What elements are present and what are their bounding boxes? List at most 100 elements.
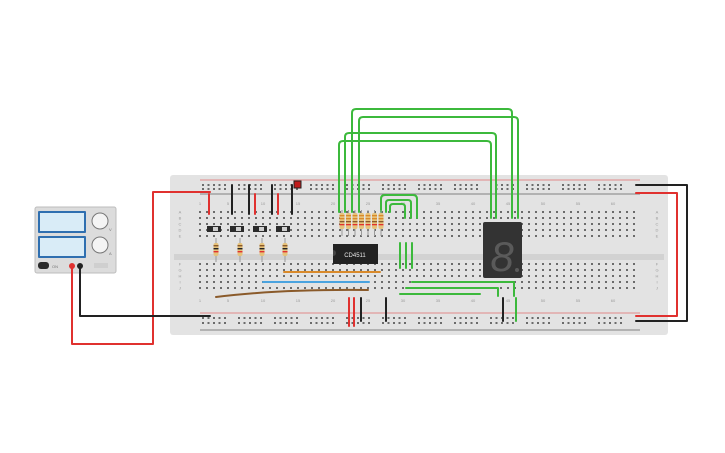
rail-hole[interactable] — [321, 188, 323, 190]
breadboard-hole[interactable] — [220, 235, 222, 237]
breadboard-hole[interactable] — [619, 235, 621, 237]
breadboard-hole[interactable] — [528, 281, 530, 283]
rail-hole[interactable] — [418, 188, 420, 190]
rail-hole[interactable] — [218, 188, 221, 190]
breadboard-hole[interactable] — [444, 263, 446, 265]
breadboard-hole[interactable] — [220, 281, 222, 283]
breadboard-hole[interactable] — [416, 263, 418, 265]
breadboard-hole[interactable] — [318, 211, 320, 213]
pull-down-resistor[interactable] — [237, 238, 243, 262]
breadboard-hole[interactable] — [507, 287, 509, 289]
rail-hole[interactable] — [573, 188, 575, 190]
breadboard-hole[interactable] — [241, 275, 243, 277]
breadboard-hole[interactable] — [213, 287, 215, 289]
breadboard-hole[interactable] — [297, 211, 299, 213]
rail-hole[interactable] — [506, 322, 509, 324]
breadboard-hole[interactable] — [626, 287, 628, 289]
rail-hole[interactable] — [620, 188, 622, 190]
breadboard-hole[interactable] — [542, 269, 544, 271]
rail-hole[interactable] — [542, 184, 545, 186]
breadboard-hole[interactable] — [227, 235, 229, 237]
breadboard-hole[interactable] — [626, 281, 628, 283]
breadboard-hole[interactable] — [339, 229, 341, 231]
breadboard-hole[interactable] — [227, 229, 229, 231]
rail-hole[interactable] — [224, 322, 226, 324]
breadboard-hole[interactable] — [633, 223, 635, 225]
breadboard-hole[interactable] — [423, 269, 425, 271]
rail-hole[interactable] — [440, 184, 442, 186]
breadboard-hole[interactable] — [199, 235, 201, 237]
breadboard-hole[interactable] — [430, 275, 432, 277]
breadboard-hole[interactable] — [451, 223, 453, 225]
rail-hole[interactable] — [537, 317, 539, 319]
breadboard-hole[interactable] — [325, 211, 327, 213]
breadboard-hole[interactable] — [563, 235, 565, 237]
breadboard-hole[interactable] — [297, 263, 299, 265]
breadboard-hole[interactable] — [605, 269, 607, 271]
breadboard-hole[interactable] — [521, 211, 523, 213]
breadboard-hole[interactable] — [598, 229, 600, 231]
breadboard-hole[interactable] — [465, 229, 467, 231]
breadboard-hole[interactable] — [570, 263, 572, 265]
breadboard-hole[interactable] — [332, 235, 334, 237]
breadboard-hole[interactable] — [535, 281, 537, 283]
rail-hole[interactable] — [387, 184, 390, 186]
breadboard-hole[interactable] — [556, 217, 558, 219]
breadboard-hole[interactable] — [458, 223, 460, 225]
breadboard-hole[interactable] — [290, 269, 292, 271]
green-wire-low-1[interactable] — [411, 281, 515, 297]
rail-hole[interactable] — [459, 317, 462, 319]
breadboard-hole[interactable] — [402, 263, 404, 265]
rail-hole[interactable] — [512, 317, 514, 319]
breadboard-hole[interactable] — [549, 269, 551, 271]
breadboard-hole[interactable] — [549, 275, 551, 277]
rail-hole[interactable] — [238, 188, 240, 190]
breadboard-hole[interactable] — [227, 217, 229, 219]
rail-hole[interactable] — [224, 184, 226, 186]
breadboard-hole[interactable] — [416, 269, 418, 271]
rail-hole[interactable] — [218, 322, 221, 324]
breadboard-hole[interactable] — [283, 235, 285, 237]
rail-hole[interactable] — [296, 188, 298, 190]
breadboard-hole[interactable] — [451, 229, 453, 231]
breadboard-hole[interactable] — [269, 275, 271, 277]
breadboard-hole[interactable] — [626, 223, 628, 225]
breadboard-hole[interactable] — [570, 235, 572, 237]
breadboard-hole[interactable] — [570, 217, 572, 219]
switch-2[interactable] — [230, 226, 244, 232]
breadboard-hole[interactable] — [472, 211, 474, 213]
breadboard-hole[interactable] — [430, 263, 432, 265]
breadboard-hole[interactable] — [493, 211, 495, 213]
breadboard-hole[interactable] — [577, 269, 579, 271]
breadboard-hole[interactable] — [346, 211, 348, 213]
rail-hole[interactable] — [368, 322, 370, 324]
breadboard-hole[interactable] — [437, 229, 439, 231]
breadboard-hole[interactable] — [556, 211, 558, 213]
breadboard-hole[interactable] — [563, 281, 565, 283]
breadboard-hole[interactable] — [591, 263, 593, 265]
breadboard-hole[interactable] — [297, 229, 299, 231]
breadboard-hole[interactable] — [304, 275, 306, 277]
breadboard-hole[interactable] — [549, 217, 551, 219]
breadboard-hole[interactable] — [577, 217, 579, 219]
breadboard-hole[interactable] — [542, 211, 544, 213]
rail-hole[interactable] — [249, 317, 251, 319]
breadboard-hole[interactable] — [444, 229, 446, 231]
breadboard-hole[interactable] — [591, 275, 593, 277]
rail-hole[interactable] — [207, 317, 210, 319]
breadboard-hole[interactable] — [241, 217, 243, 219]
breadboard-hole[interactable] — [423, 223, 425, 225]
breadboard-hole[interactable] — [234, 287, 236, 289]
breadboard-hole[interactable] — [556, 275, 558, 277]
breadboard-hole[interactable] — [276, 223, 278, 225]
breadboard-hole[interactable] — [465, 263, 467, 265]
breadboard-hole[interactable] — [612, 263, 614, 265]
rail-hole[interactable] — [573, 322, 575, 324]
breadboard-hole[interactable] — [346, 275, 348, 277]
breadboard-hole[interactable] — [409, 281, 411, 283]
breadboard-hole[interactable] — [633, 217, 635, 219]
breadboard-hole[interactable] — [199, 269, 201, 271]
rail-hole[interactable] — [362, 317, 365, 319]
breadboard-hole[interactable] — [633, 211, 635, 213]
breadboard-hole[interactable] — [500, 211, 502, 213]
